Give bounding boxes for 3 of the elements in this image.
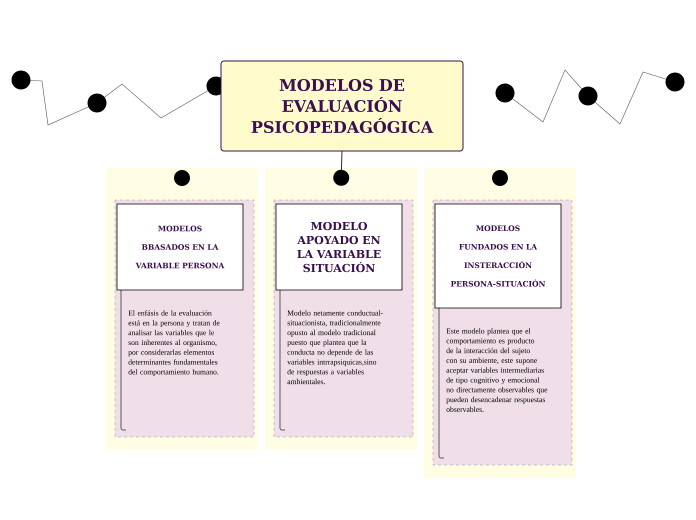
- connector-line: [333, 151, 350, 186]
- heading-box: MODELO APOYADO EN LA VARIABLE SITUACIÓN: [276, 204, 402, 290]
- title-box: MODELOS DE EVALUACIÓN PSICOPEDAGÓGICA: [220, 60, 464, 152]
